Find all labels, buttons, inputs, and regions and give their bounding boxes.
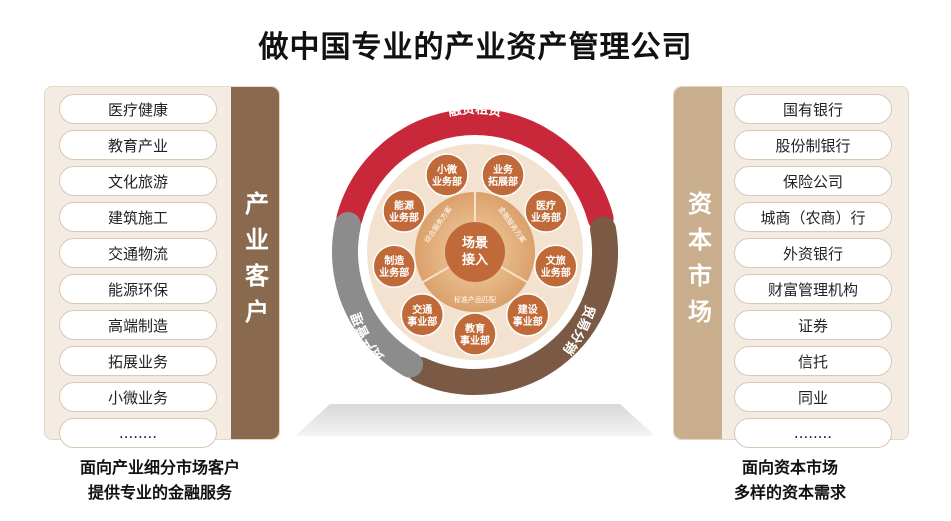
industry-item: 高端制造 [59, 310, 217, 340]
capital-market-label: 资本市场 [683, 191, 712, 335]
department-node-label: 业务部 [432, 175, 462, 188]
platform-shadow [295, 404, 655, 436]
capital-item: 财富管理机构 [734, 274, 892, 304]
department-node-label: 制造 [384, 254, 405, 267]
department-node-label: 医疗 [536, 199, 556, 212]
capital-market-band: 资本市场 [674, 87, 722, 439]
capital-item: 外资银行 [734, 238, 892, 268]
department-node-circle [372, 244, 416, 288]
industry-caption: 面向产业细分市场客户 提供专业的金融服务 [20, 455, 300, 505]
capital-caption: 面向资本市场 多样的资本需求 [650, 455, 930, 505]
department-node-label: 拓展部 [488, 175, 518, 188]
department-node-label: 能源 [394, 199, 414, 212]
industry-item: 建筑施工 [59, 202, 217, 232]
capital-item: 证券 [734, 310, 892, 340]
ring-segment-trade [407, 216, 618, 395]
business-ring-diagram: 融资租赁 贸易分销 资产管理 综合服务方案 金融服务方案 标准产品匹配 场景 接… [295, 101, 655, 436]
department-node-circle [505, 293, 550, 337]
page-title: 做中国专业的产业资产管理公司 [258, 30, 693, 65]
industry-clients-panel: 医疗健康 教育产业 文化旅游 建筑施工 交通物流 能源环保 高端制造 拓展业务 … [44, 86, 280, 448]
ring-segment-leasing [336, 109, 614, 232]
industry-list: 医疗健康 教育产业 文化旅游 建筑施工 交通物流 能源环保 高端制造 拓展业务 … [59, 94, 217, 448]
capital-item: 保险公司 [734, 166, 892, 196]
department-node-label: 文旅 [546, 254, 566, 267]
center-label-line1: 场景 [462, 236, 488, 251]
department-node-label: 业务部 [389, 211, 419, 224]
capital-item: 国有银行 [734, 94, 892, 124]
industry-item: ........ [59, 418, 217, 448]
center-label-line2: 接入 [462, 252, 488, 268]
center-circle [445, 222, 505, 282]
industry-caption-line1: 面向产业细分市场客户 [79, 458, 240, 477]
department-node-label: 业务部 [531, 211, 561, 224]
industry-item: 小微业务 [59, 382, 217, 412]
industry-item: 能源环保 [59, 274, 217, 304]
capital-market-panel: 资本市场 国有银行 股份制银行 保险公司 城商（农商）行 外资银行 财富管理机构… [673, 86, 909, 448]
department-node-label: 业务部 [541, 266, 571, 279]
industry-item: 拓展业务 [59, 346, 217, 376]
department-node-circle [481, 153, 525, 197]
department-node-label: 教育 [464, 322, 485, 335]
industry-item: 文化旅游 [59, 166, 217, 196]
industry-caption-line2: 提供专业的金融服务 [87, 483, 232, 502]
capital-list: 国有银行 股份制银行 保险公司 城商（农商）行 外资银行 财富管理机构 证券 信… [734, 94, 892, 448]
department-node-label: 交通 [412, 303, 432, 316]
department-node-circle [400, 293, 445, 337]
industry-item: 教育产业 [59, 130, 217, 160]
department-node-label: 事业部 [460, 334, 490, 347]
department-node-circle [382, 189, 426, 233]
department-node-label: 事业部 [513, 315, 543, 328]
industry-clients-label: 产业客户 [240, 191, 269, 335]
capital-item: 城商（农商）行 [734, 202, 892, 232]
department-node-circle [524, 189, 568, 233]
industry-item: 交通物流 [59, 238, 217, 268]
capital-item: ........ [734, 418, 892, 448]
department-node-label: 业务 [493, 163, 514, 176]
industry-clients-band: 产业客户 [231, 87, 279, 439]
ring-segment-asset [332, 211, 423, 378]
department-node-label: 建设 [517, 303, 538, 316]
capital-caption-line1: 面向资本市场 [741, 458, 838, 477]
inner-label-3: 标准产品匹配 [454, 295, 496, 304]
capital-item: 同业 [734, 382, 892, 412]
department-nodes: 小微业务部业务拓展部医疗业务部文旅业务部建设事业部教育事业部交通事业部制造业务部… [372, 153, 578, 356]
department-node-circle [453, 312, 497, 356]
department-node-label: 事业部 [407, 315, 437, 328]
department-node-label: 小微 [436, 163, 458, 176]
capital-item: 信托 [734, 346, 892, 376]
department-node-circle [534, 244, 578, 288]
department-node-circle [425, 153, 469, 197]
department-node-label: 业务部 [379, 266, 409, 279]
industry-item: 医疗健康 [59, 94, 217, 124]
capital-item: 股份制银行 [734, 130, 892, 160]
outer-ring [332, 109, 618, 395]
capital-caption-line2: 多样的资本需求 [733, 483, 846, 502]
